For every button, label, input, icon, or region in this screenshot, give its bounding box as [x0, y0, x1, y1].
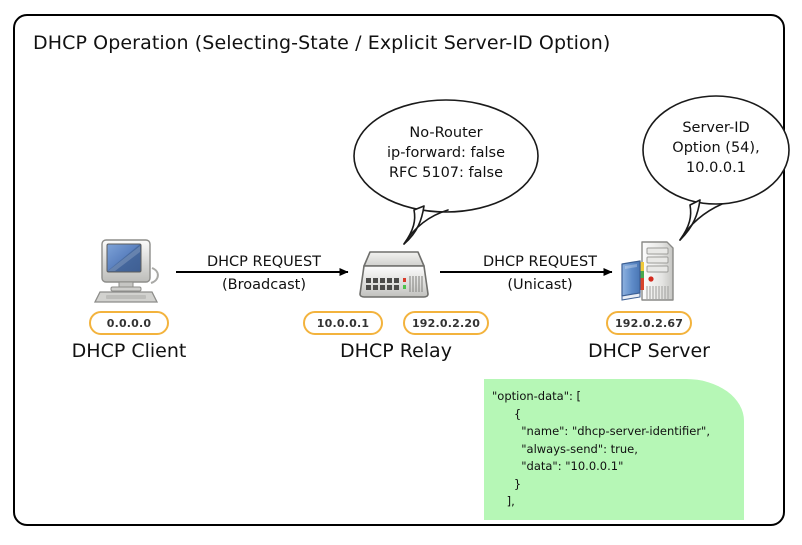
option-data-code-text: "option-data": [ { "name": "dhcp-server-…	[492, 389, 710, 508]
flow-label-client-to-relay: DHCP REQUEST (Broadcast)	[176, 251, 352, 297]
flow1-line2: (Broadcast)	[222, 277, 306, 293]
desktop-computer-icon	[93, 239, 159, 303]
ip-badge-relay-right: 192.0.2.20	[403, 311, 489, 335]
speech-bubble-relay	[353, 99, 539, 245]
flow-label-relay-to-server: DHCP REQUEST (Unicast)	[452, 251, 628, 297]
server-tower-icon	[621, 241, 674, 301]
flow1-line1: DHCP REQUEST	[206, 254, 322, 270]
diagram-title: DHCP Operation (Selecting-State / Explic…	[33, 32, 611, 54]
bubble-relay-line3: RFC 5107: false	[388, 165, 504, 181]
diagram-frame	[13, 14, 785, 526]
speech-bubble-server	[642, 95, 790, 241]
flow2-line2: (Unicast)	[507, 277, 573, 293]
bubble-relay-line2: ip-forward: false	[386, 145, 506, 161]
ip-badge-client: 0.0.0.0	[89, 311, 169, 335]
flow2-line1: DHCP REQUEST	[482, 254, 598, 270]
bubble-server-line1: Server-ID	[682, 120, 750, 136]
bubble-server-line3: 10.0.0.1	[686, 160, 746, 176]
bubble-relay-text: No-Router ip-forward: false RFC 5107: fa…	[361, 123, 531, 183]
ip-badge-relay-left: 10.0.0.1	[303, 311, 383, 335]
bubble-server-text: Server-ID Option (54), 10.0.0.1	[645, 118, 787, 178]
node-label-dhcp-server: DHCP Server	[588, 340, 710, 362]
node-label-dhcp-client: DHCP Client	[71, 340, 187, 362]
option-data-code-block: "option-data": [ { "name": "dhcp-server-…	[484, 379, 744, 520]
bubble-server-line2: Option (54),	[672, 140, 760, 156]
node-label-dhcp-relay: DHCP Relay	[340, 340, 452, 362]
ip-badge-server: 192.0.2.67	[606, 311, 692, 335]
bubble-relay-line1: No-Router	[409, 125, 483, 141]
network-switch-icon	[359, 251, 429, 298]
